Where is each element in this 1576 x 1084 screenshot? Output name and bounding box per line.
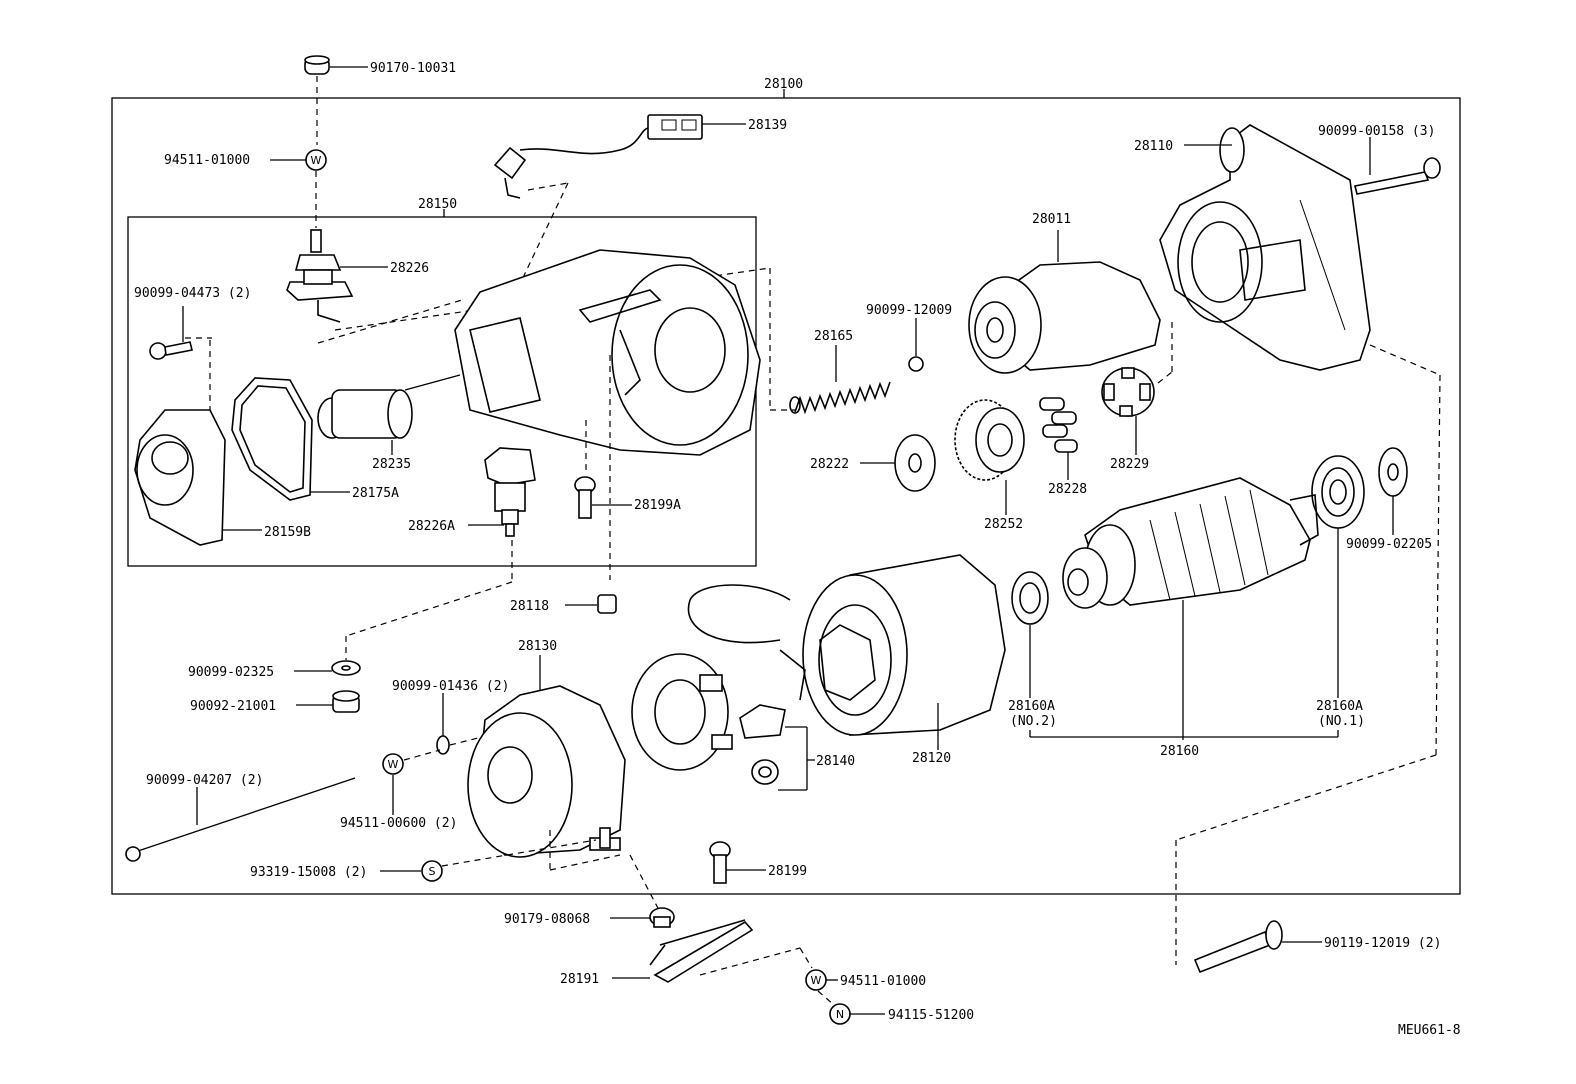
label-28226A: 28226A: [408, 519, 455, 534]
label-28130: 28130: [518, 639, 557, 654]
label-28140: 28140: [816, 754, 855, 769]
label-93319-15008: 93319-15008 (2): [250, 865, 367, 880]
label-90092-21001: 90092-21001: [190, 699, 276, 714]
label-28159B: 28159B: [264, 525, 311, 540]
label-28229: 28229: [1110, 457, 1149, 472]
assembly-frame: [111, 97, 1461, 895]
label-28222: 28222: [810, 457, 849, 472]
label-94511-00600: 94511-00600 (2): [340, 816, 457, 831]
washer-w-bottom-icon: W: [805, 969, 827, 991]
thrust-washer-icon: [894, 434, 936, 492]
label-28011: 28011: [1032, 212, 1071, 227]
brush-icon: [739, 704, 786, 739]
label-90099-02325: 90099-02325: [188, 665, 274, 680]
gasket-icon: [231, 377, 313, 501]
plunger-icon: [317, 374, 461, 439]
label-28199A: 28199A: [634, 498, 681, 513]
idler-gear-icon: [954, 399, 1025, 481]
roller-retainer-icon: [1101, 367, 1155, 417]
label-28160A-no1: 28160A: [1316, 699, 1363, 714]
armature-icon: [1062, 477, 1319, 609]
svg-text:S: S: [429, 865, 436, 878]
nut-08068-icon: [649, 907, 675, 928]
label-28235: 28235: [372, 457, 411, 472]
end-cover-icon: [134, 409, 226, 546]
yoke-icon: [687, 554, 1006, 736]
svg-text:W: W: [811, 974, 822, 987]
terminal-switch-icon: [484, 447, 536, 537]
label-28118: 28118: [510, 599, 549, 614]
spring-icon: [789, 381, 891, 415]
end-frame-icon: [467, 685, 626, 858]
label-28175A: 28175A: [352, 486, 399, 501]
bearing-no1-icon: [1311, 455, 1365, 529]
diagram-code: MEU661-8: [1398, 1023, 1461, 1038]
label-94511-01000-top: 94511-01000: [164, 153, 250, 168]
svg-text:W: W: [388, 758, 399, 771]
svg-text:N: N: [836, 1008, 844, 1021]
label-90099-01436: 90099-01436 (2): [392, 679, 509, 694]
label-28160A-no2-note: (NO.2): [1010, 714, 1057, 729]
label-28120: 28120: [912, 751, 951, 766]
label-28160: 28160: [1160, 744, 1199, 759]
bolt-icon: [149, 341, 193, 360]
svg-text:W: W: [311, 154, 322, 167]
label-28160A-no2: 28160A: [1008, 699, 1055, 714]
label-28110: 28110: [1134, 139, 1173, 154]
label-28150: 28150: [418, 197, 457, 212]
label-28226: 28226: [390, 261, 429, 276]
label-28191: 28191: [560, 972, 599, 987]
label-28165: 28165: [814, 329, 853, 344]
lead-wire-icon: [493, 114, 703, 199]
label-28100: 28100: [764, 77, 803, 92]
label-90170-10031: 90170-10031: [370, 61, 456, 76]
label-28139: 28139: [748, 118, 787, 133]
bearing-no2-icon: [1011, 571, 1049, 625]
label-90099-02205: 90099-02205: [1346, 537, 1432, 552]
nut-n-icon: N: [829, 1003, 851, 1025]
label-94115-51200: 94115-51200: [888, 1008, 974, 1023]
label-90099-04473: 90099-04473 (2): [134, 286, 251, 301]
long-bolt-icon: [1354, 157, 1441, 195]
solenoid-housing-icon: [454, 249, 761, 456]
terminal-cover-icon: [649, 919, 754, 983]
bushing-icon: [332, 690, 360, 713]
screw-28199-icon: [709, 841, 731, 884]
label-28199: 28199: [768, 864, 807, 879]
terminal-bolt-icon: [286, 229, 354, 323]
through-bolt-icon: [125, 777, 356, 862]
small-washer-icon: [436, 735, 450, 755]
label-28228: 28228: [1048, 482, 1087, 497]
spacer-washer-icon: [331, 660, 361, 676]
washer-w-icon: W: [305, 149, 327, 171]
label-28160A-no1-note: (NO.1): [1318, 714, 1365, 729]
label-90119-12019: 90119-12019 (2): [1324, 936, 1441, 951]
label-90179-08068: 90179-08068: [504, 912, 590, 927]
drive-housing-icon: [1159, 124, 1371, 371]
washer-s-icon: S: [421, 860, 443, 882]
starter-clutch-icon: [968, 261, 1161, 374]
brush-spring-icon: [751, 759, 779, 785]
brush-holder-icon: [631, 653, 733, 771]
screw-icon: [574, 476, 596, 519]
washer-02205-icon: [1378, 447, 1408, 497]
steel-ball-icon: [908, 356, 924, 372]
rollers-icon: [1039, 397, 1078, 453]
flange-bolt-icon: [1193, 920, 1283, 974]
brush-plate-clip-icon: [597, 594, 617, 614]
label-28252: 28252: [984, 517, 1023, 532]
label-90099-00158: 90099-00158 (3): [1318, 124, 1435, 139]
label-90099-12009: 90099-12009: [866, 303, 952, 318]
washer-w-small-icon: W: [382, 753, 404, 775]
label-90099-04207: 90099-04207 (2): [146, 773, 263, 788]
cap-nut-icon: [304, 55, 330, 75]
label-94511-01000-bottom: 94511-01000: [840, 974, 926, 989]
